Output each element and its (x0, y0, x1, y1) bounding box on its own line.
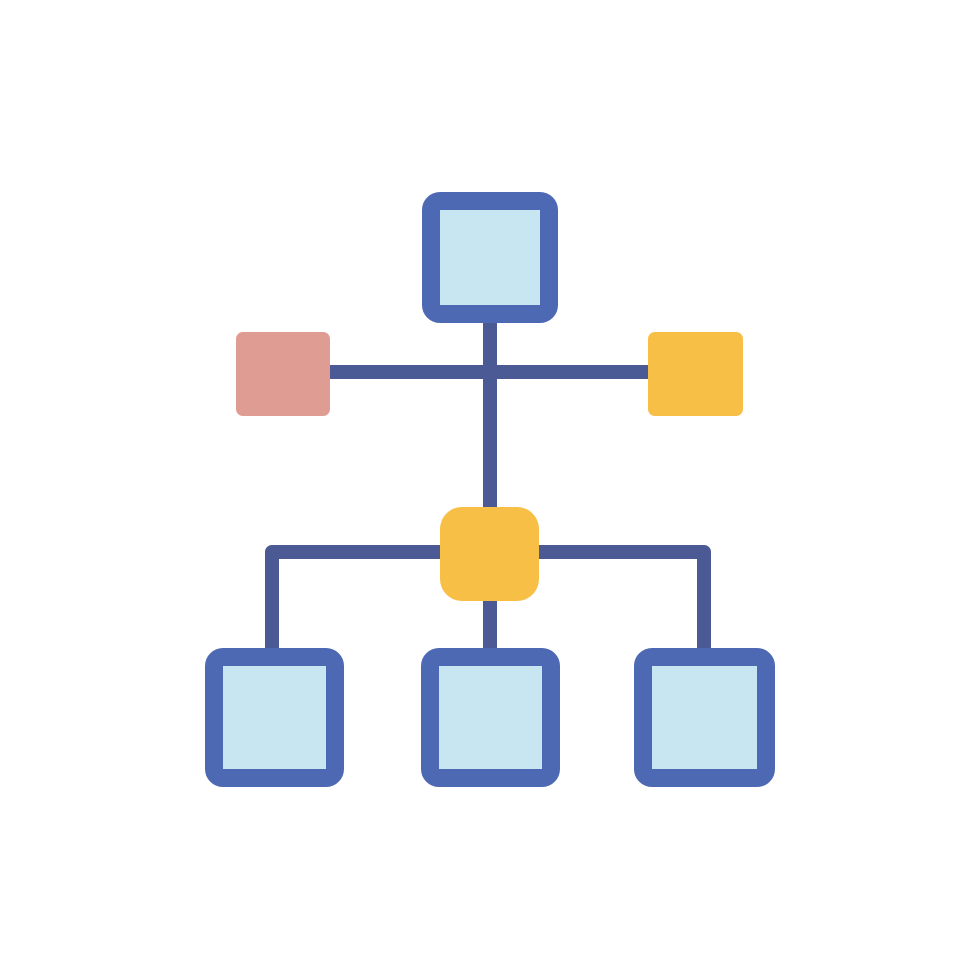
left-side-node (236, 332, 330, 416)
bottom-center-node-box (421, 648, 560, 787)
top-node-box (422, 192, 558, 323)
bottom-right-node (634, 648, 775, 787)
bottom-right-node-box (634, 648, 775, 787)
bottom-left-node (205, 648, 344, 787)
edge-hub-to-bottom-right (535, 545, 711, 662)
top-node (422, 192, 558, 323)
hub-node (440, 507, 539, 601)
edge-hub-to-bottom-left (265, 545, 445, 662)
bottom-left-node-box (205, 648, 344, 787)
bottom-center-node (421, 648, 560, 787)
connector-lines (265, 312, 711, 662)
right-side-node (648, 332, 743, 416)
